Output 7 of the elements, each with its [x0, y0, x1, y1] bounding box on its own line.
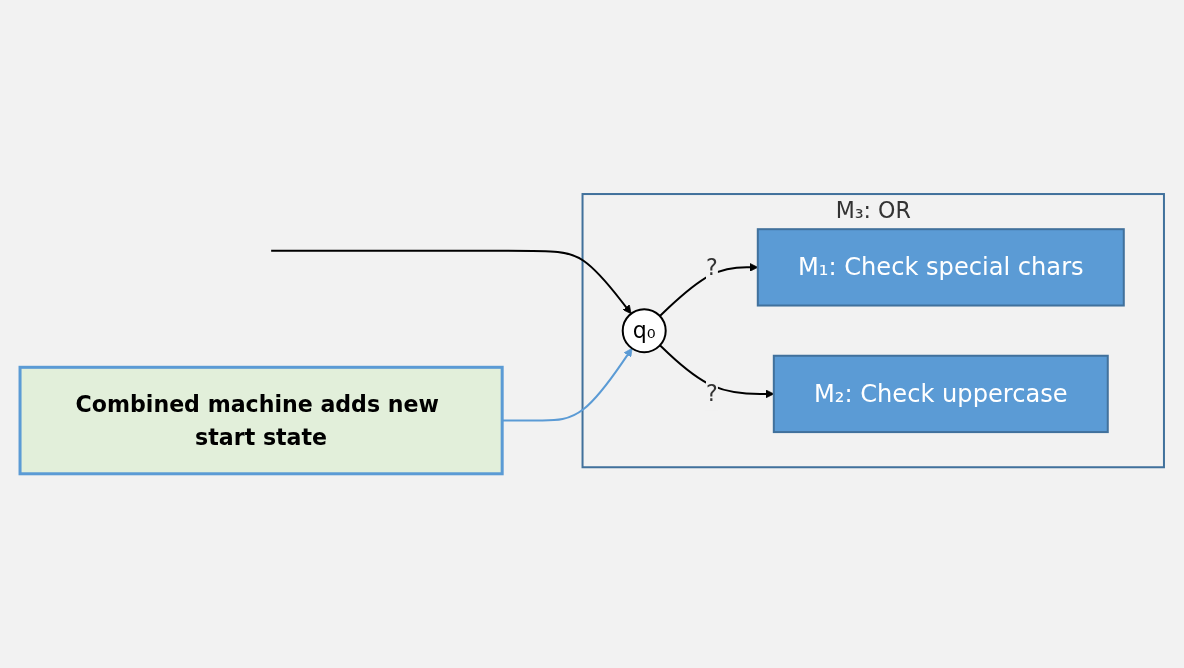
node-box: M₁: Check special chars [756, 228, 1125, 307]
node-box: M₂: Check uppercase [772, 354, 1109, 434]
arrow [271, 249, 632, 315]
node-box: Combined machine adds new start state [18, 365, 504, 476]
edge-label: ? [705, 254, 718, 281]
node-circle: q₀ [621, 308, 667, 354]
edge-label: ? [705, 381, 718, 407]
